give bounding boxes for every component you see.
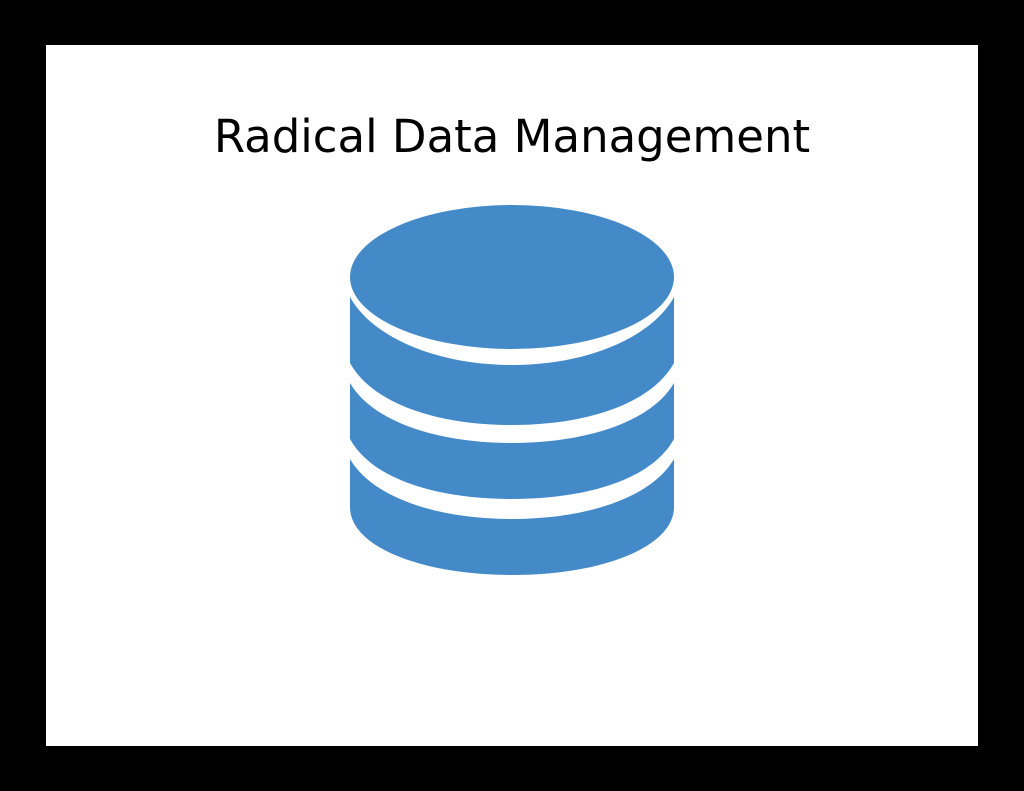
database-tier-3 bbox=[350, 459, 674, 575]
database-top-disk bbox=[350, 205, 674, 349]
slide: Radical Data Management bbox=[46, 45, 978, 746]
database-tier-1 bbox=[350, 297, 674, 425]
slide-title: Radical Data Management bbox=[213, 110, 811, 163]
database-tier-2 bbox=[350, 383, 674, 499]
database-icon bbox=[350, 205, 674, 575]
